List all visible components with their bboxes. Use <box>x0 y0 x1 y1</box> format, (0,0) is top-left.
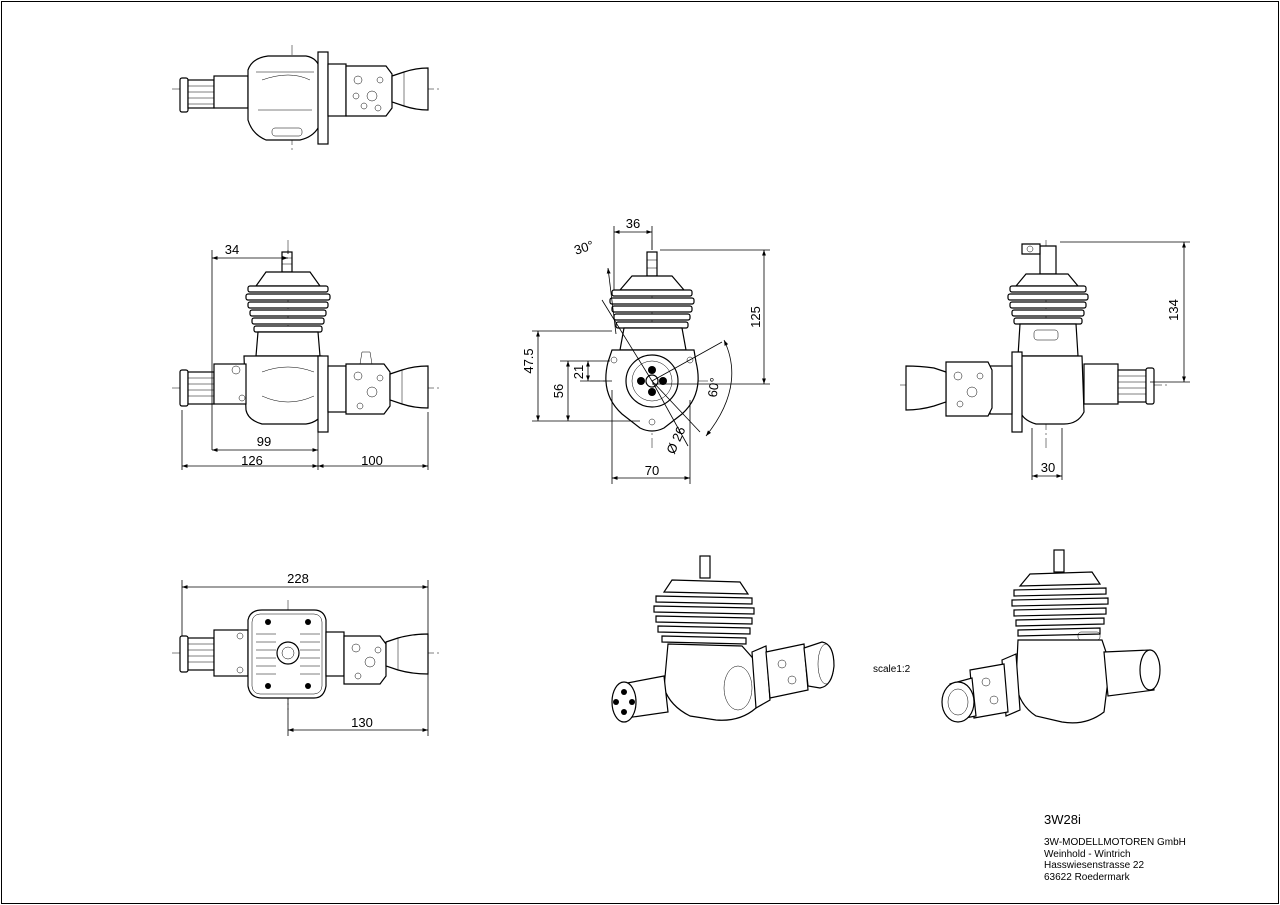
dim-angle-side: 60° <box>705 377 723 399</box>
company-city: 63622 Roedermark <box>1044 871 1130 883</box>
dim-mount-offset: 30 <box>1041 460 1055 475</box>
dim-height-47-5: 47.5 <box>521 348 536 373</box>
dim-mount-width: 70 <box>645 463 659 478</box>
front-view-dimensions <box>532 226 770 484</box>
side-view-engine <box>172 240 440 433</box>
isometric-view-left <box>611 555 835 723</box>
dim-height-125: 125 <box>748 306 763 328</box>
top-view-engine <box>172 45 440 150</box>
bottom-view-engine <box>172 600 440 710</box>
dim-head-width: 36 <box>626 216 640 231</box>
model-name: 3W28i <box>1044 812 1081 827</box>
dim-prop-to-center: 99 <box>257 434 271 449</box>
bottom-view-dimensions <box>181 580 429 736</box>
rear-view-dimensions <box>1031 241 1190 480</box>
company-street: Hasswiesenstrasse 22 <box>1044 860 1145 871</box>
dim-overall-length: 228 <box>287 571 309 586</box>
drawing-scale: scale1:2 <box>873 664 911 675</box>
isometric-view-right <box>941 549 1161 724</box>
company-line2: Weinhold - Wintrich <box>1044 848 1131 860</box>
dim-plug-offset: 34 <box>225 242 239 257</box>
company-name: 3W-MODELLMOTOREN GmbH <box>1044 837 1186 848</box>
dim-height-56: 56 <box>551 384 566 398</box>
dim-prop-to-mount: 126 <box>241 453 263 468</box>
dim-mount-to-carb: 100 <box>361 453 383 468</box>
dim-bottom-mount-to-carb: 130 <box>351 715 373 730</box>
dim-height-134: 134 <box>1166 299 1181 321</box>
dim-height-21: 21 <box>571 365 586 379</box>
front-view-engine <box>590 240 712 450</box>
dim-angle-top: 30° <box>572 237 595 257</box>
title-block: 3W28i 3W-MODELLMOTOREN GmbH Weinhold - W… <box>1044 812 1186 883</box>
rear-view-engine <box>900 240 1170 450</box>
side-view-dimensions <box>181 250 429 470</box>
